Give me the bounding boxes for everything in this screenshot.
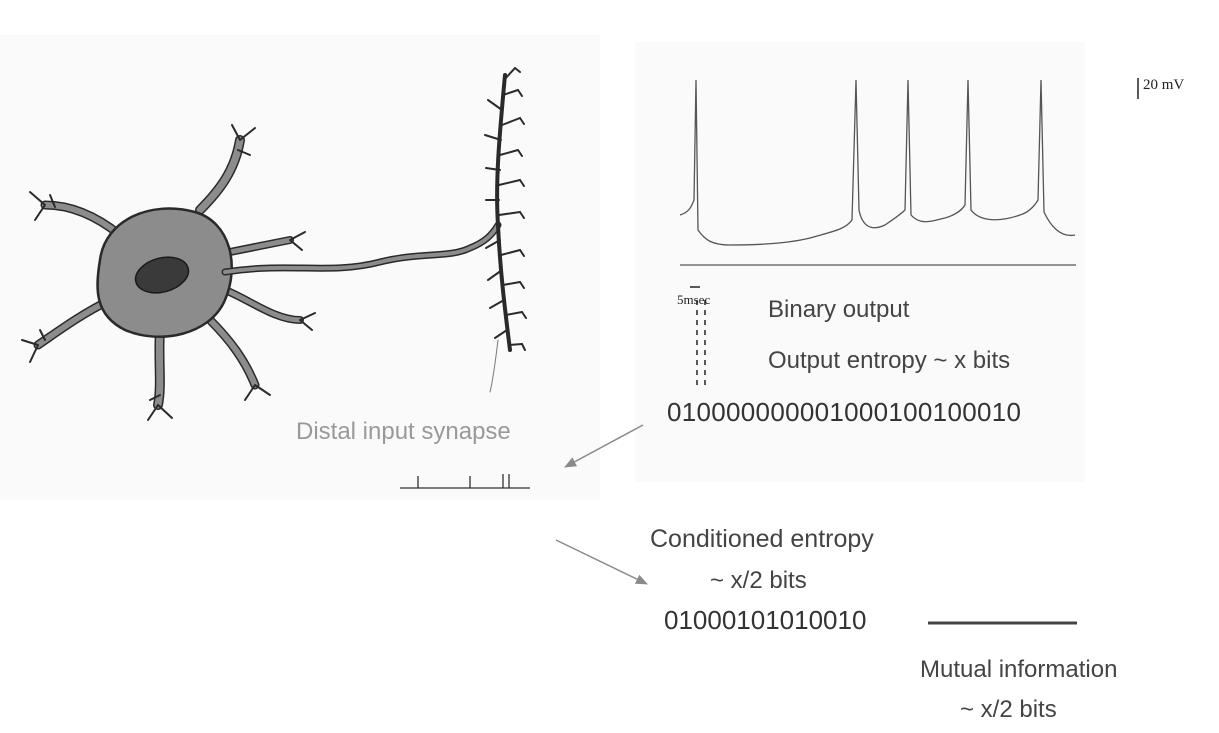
mutual-information-title: Mutual information <box>920 656 1117 684</box>
axon-terminal-arbor <box>485 68 526 350</box>
voltage-scale-label: 20 mV <box>1143 77 1184 94</box>
arrow-output-to-synapse <box>565 425 643 467</box>
input-spike-train <box>400 474 530 488</box>
output-entropy-label: Output entropy ~ x bits <box>768 347 1010 375</box>
arrow-synapse-to-conditioned <box>556 540 647 584</box>
neuron-illustration <box>22 68 526 420</box>
binary-output-sequence: 010000000001000100100010 <box>667 397 1021 428</box>
voltage-trace <box>680 80 1075 245</box>
binary-output-title: Binary output <box>768 296 909 324</box>
conditioned-sequence: 01000101010010 <box>664 605 866 636</box>
distal-input-synapse-label: Distal input synapse <box>296 418 511 446</box>
conditioned-entropy-title: Conditioned entropy <box>650 525 874 554</box>
conditioned-entropy-bits: ~ x/2 bits <box>710 567 807 595</box>
mutual-information-bits: ~ x/2 bits <box>960 696 1057 724</box>
time-scale-label: 5msec <box>677 292 710 308</box>
